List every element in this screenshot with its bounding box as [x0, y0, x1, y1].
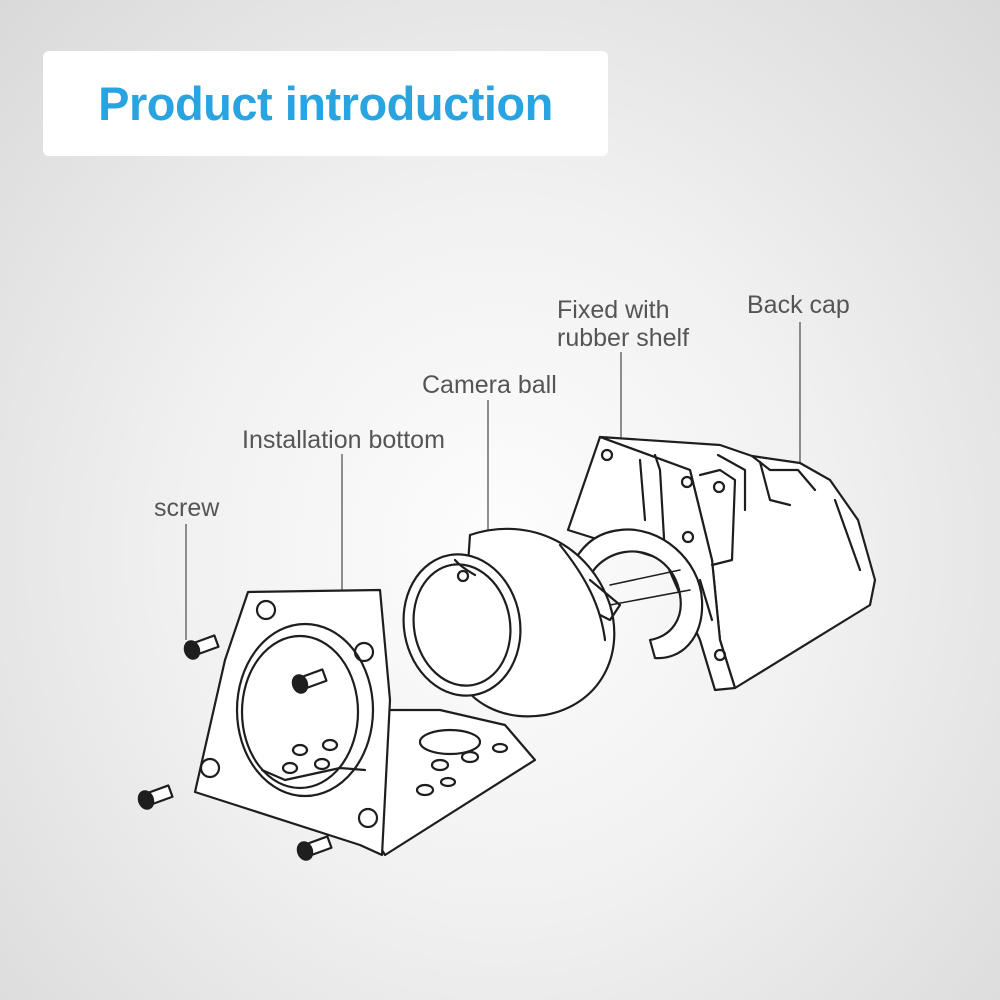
title-banner: Product introduction: [43, 51, 608, 156]
camera-ball-part: [402, 527, 622, 718]
label-rubber-shelf: Fixed with rubber shelf: [557, 296, 689, 352]
screw-3: [137, 784, 174, 810]
label-screw: screw: [154, 494, 220, 522]
label-camera-ball: Camera ball: [422, 371, 557, 399]
screw-2: [291, 668, 328, 694]
label-installation-bottom: Installation bottom: [242, 426, 445, 454]
label-rubber-shelf-line1: Fixed with: [557, 296, 670, 324]
installation-bottom-part: [193, 588, 537, 857]
screw-1: [183, 634, 220, 660]
page-title: Product introduction: [98, 77, 553, 130]
back-cap-part: [566, 435, 877, 692]
screws: [137, 634, 333, 861]
label-rubber-shelf-line2: rubber shelf: [557, 324, 690, 352]
label-back-cap: Back cap: [747, 291, 850, 319]
screw-4: [296, 835, 333, 861]
